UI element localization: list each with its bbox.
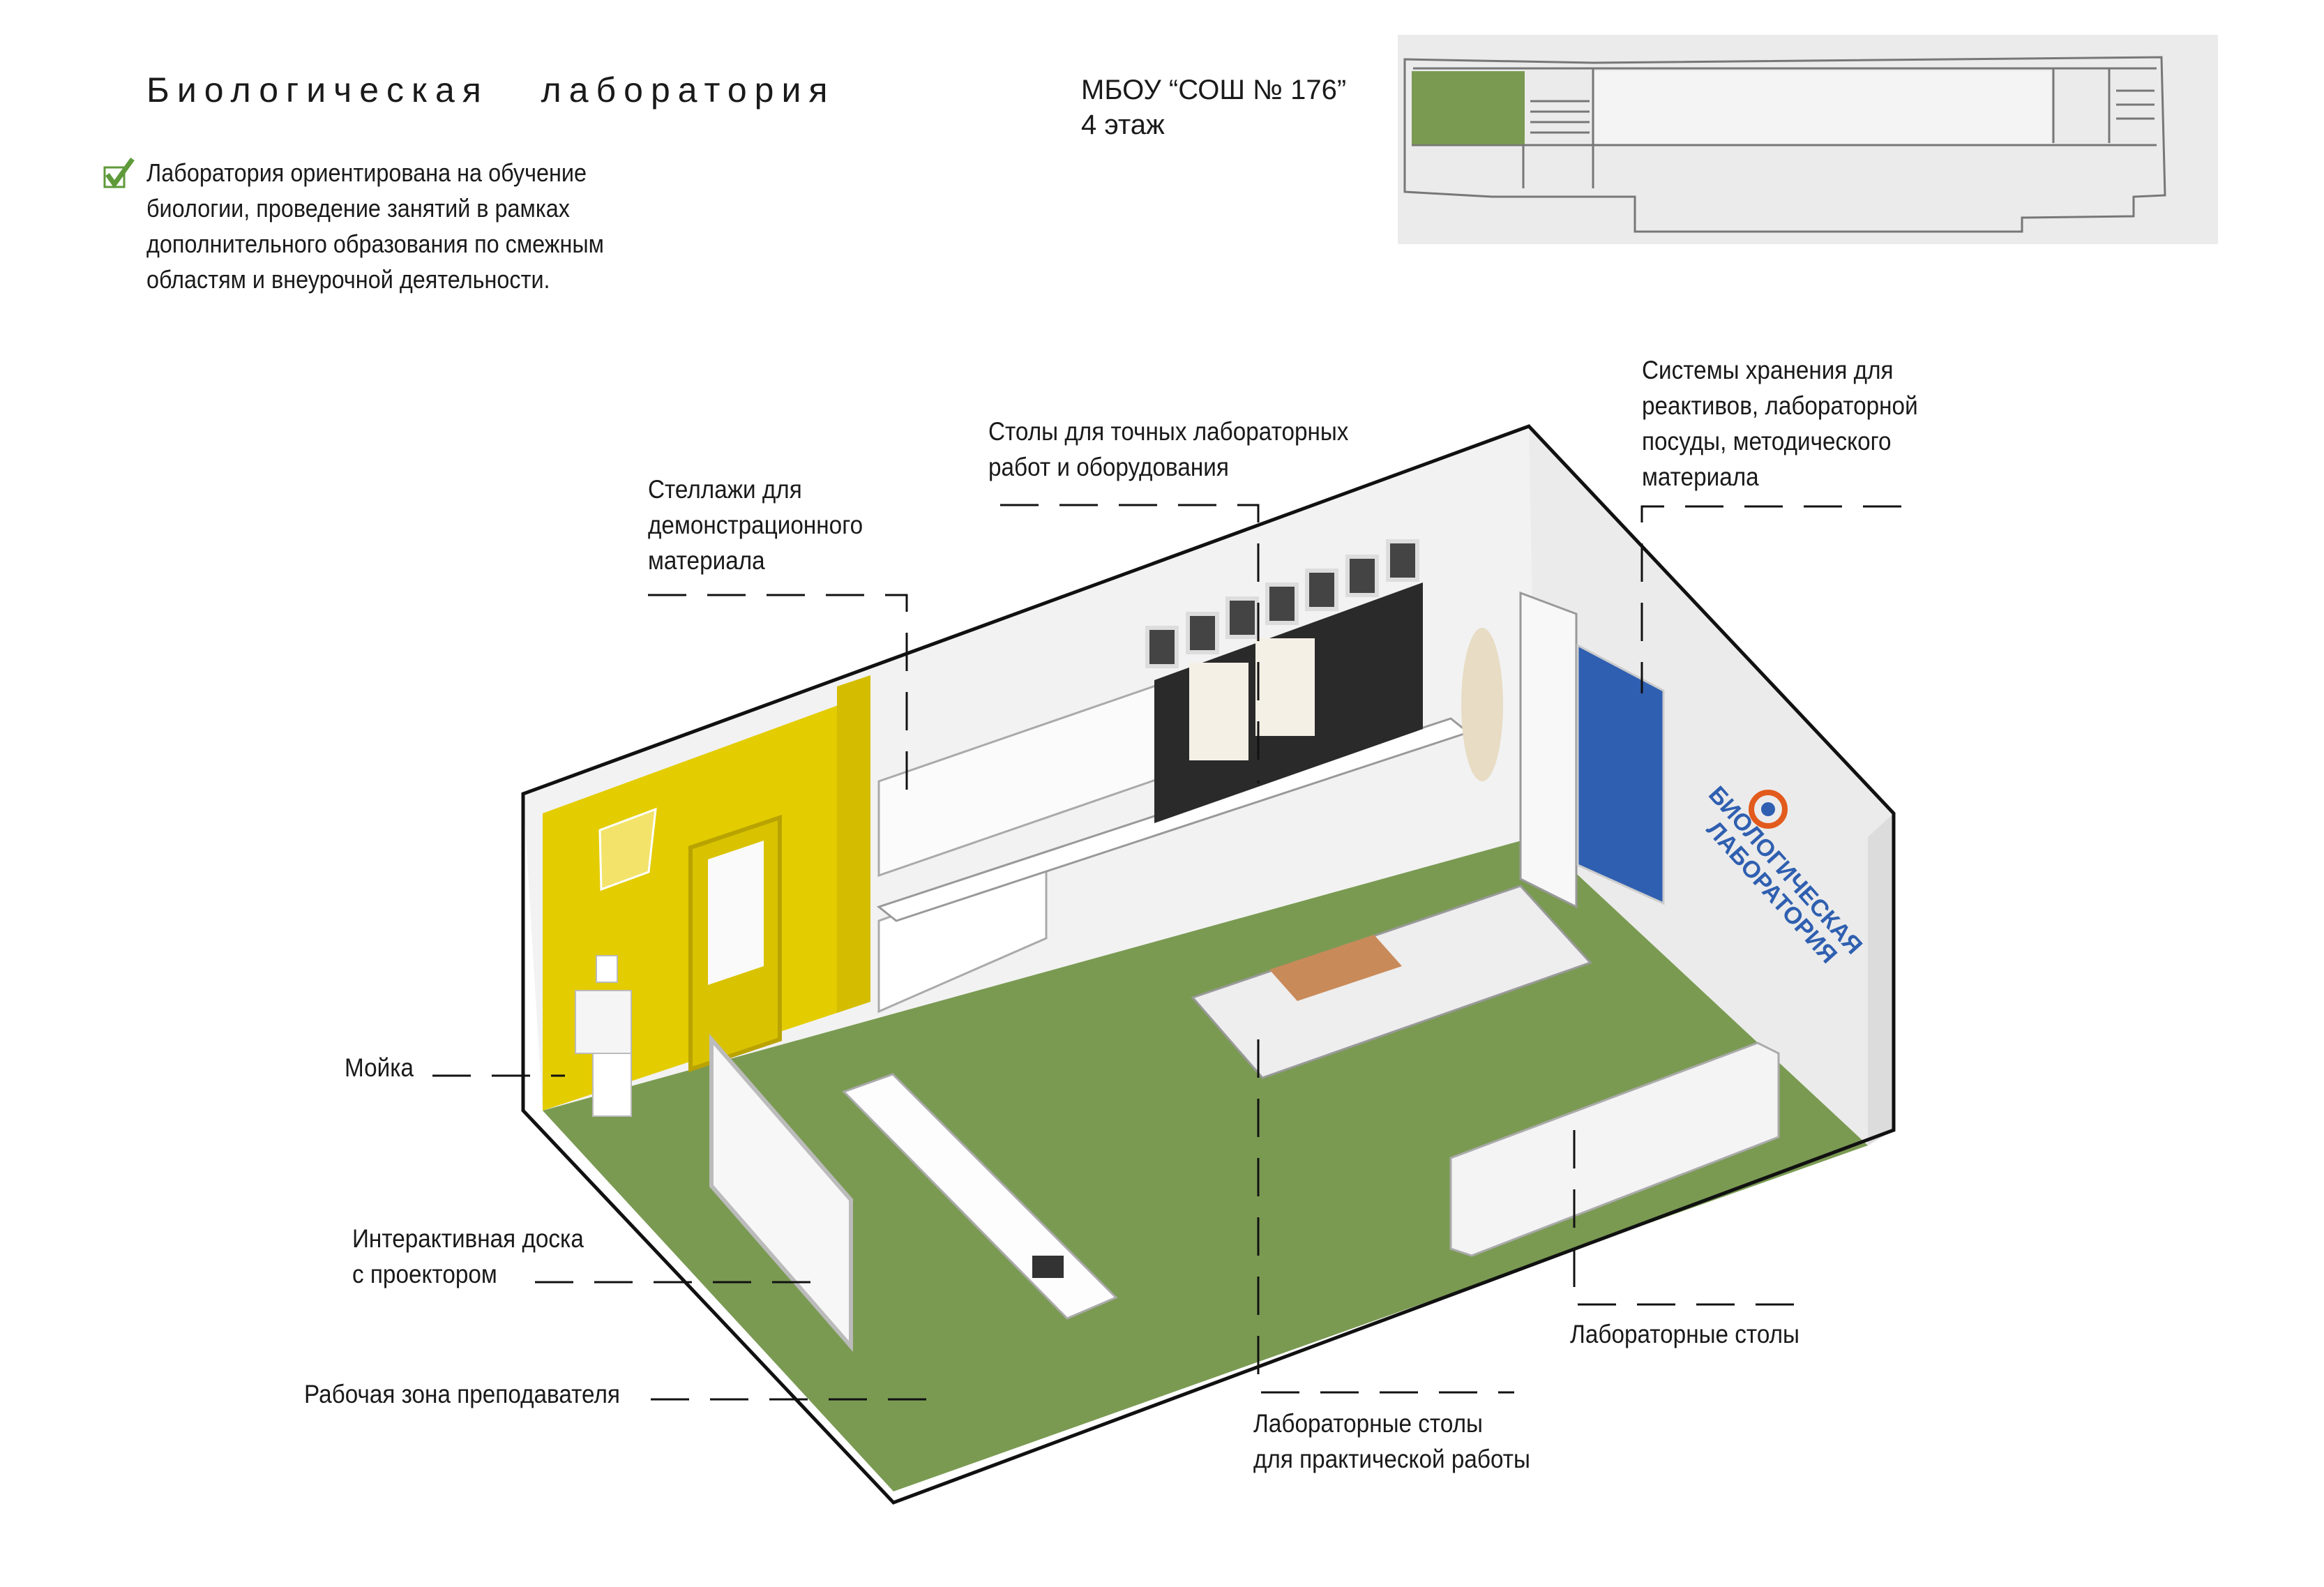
callout-precision-tables: Столы для точных лабораторных работ и об…	[988, 414, 1348, 485]
callout-storage: Системы хранения для реактивов, лаборато…	[1642, 352, 1918, 495]
callout-line: Мойка	[345, 1053, 414, 1082]
poster	[1189, 663, 1248, 760]
callout-practical-tables: Лабораторные столы для практической рабо…	[1253, 1406, 1530, 1477]
callout-shelves: Стеллажи для демонстрационного материала	[648, 472, 863, 578]
leader-storage	[1640, 505, 1901, 693]
callout-lab-tables: Лабораторные столы	[1570, 1316, 1799, 1352]
callout-line: материала	[1642, 462, 1759, 491]
floor-plan-drawing	[1403, 56, 2166, 233]
floor-plan	[1398, 35, 2218, 244]
checkmark-icon	[103, 158, 135, 188]
storage-rack	[1519, 591, 1578, 909]
callout-sink: Мойка	[345, 1050, 414, 1085]
description-line: областям и внеурочной деятельности.	[146, 265, 550, 294]
description: Лаборатория ориентирована на обучение би…	[146, 155, 649, 297]
callout-line: материала	[648, 546, 765, 575]
logo-emblem	[1749, 790, 1788, 829]
sink	[575, 990, 632, 1054]
callout-line: Рабочая зона преподавателя	[304, 1380, 620, 1408]
laptop	[1032, 1256, 1064, 1278]
callout-line: для практической работы	[1253, 1445, 1530, 1473]
storage-rack-bins	[1576, 643, 1665, 905]
callout-leaders	[432, 504, 1901, 1401]
right-wall-edge	[1868, 813, 1894, 1145]
interactive-board	[709, 1033, 853, 1353]
sign-plaque	[598, 807, 657, 892]
description-line: дополнительного образования по смежным	[146, 230, 604, 258]
table-mat	[1269, 935, 1402, 1001]
callout-line: Интерактивная доска	[352, 1224, 584, 1253]
lab-tables	[1449, 1041, 1780, 1257]
callout-line: посуды, методического	[1642, 427, 1892, 456]
callout-line: демонстрационного	[648, 511, 863, 539]
poster	[1255, 638, 1315, 736]
callout-line: Стеллажи для	[648, 475, 802, 504]
door-window	[708, 841, 764, 985]
practical-tables	[1191, 885, 1592, 1079]
room-outline	[521, 424, 1896, 1505]
accent-wall-pillar	[837, 675, 870, 1013]
page-title: Биологическая лаборатория	[146, 70, 836, 110]
sink-stand	[592, 1053, 632, 1117]
description-line: биологии, проведение занятий в рамках	[146, 194, 570, 223]
floor-label: 4 этаж	[1081, 110, 1165, 140]
leader-shelves	[648, 594, 908, 799]
floor	[543, 836, 1868, 1491]
lab-location-highlight	[1412, 71, 1525, 144]
callout-line: реактивов, лабораторной	[1642, 391, 1918, 420]
callout-line: с проектором	[352, 1260, 497, 1288]
callout-line: Лабораторные столы	[1253, 1409, 1483, 1438]
callout-line: Системы хранения для	[1642, 356, 1894, 384]
skeleton-model	[1461, 628, 1503, 781]
leader-lab-tables	[1573, 1130, 1808, 1306]
callout-line: Столы для точных лабораторных	[988, 417, 1349, 446]
callout-line: работ и оборудования	[988, 453, 1229, 481]
callout-board: Интерактивная доска с проектором	[352, 1221, 584, 1292]
portraits	[1145, 539, 1419, 668]
description-line: Лаборатория ориентирована на обучение	[146, 158, 587, 187]
school-info: МБОУ “СОШ № 176” 4 этаж	[1081, 73, 1346, 142]
soap-dispenser	[596, 955, 618, 983]
callout-teacher: Рабочая зона преподавателя	[304, 1376, 620, 1412]
callout-line: Лабораторные столы	[1570, 1320, 1799, 1348]
right-wall	[1529, 426, 1894, 1145]
school-name: МБОУ “СОШ № 176”	[1081, 75, 1347, 105]
leader-precision-tables	[1000, 504, 1260, 783]
